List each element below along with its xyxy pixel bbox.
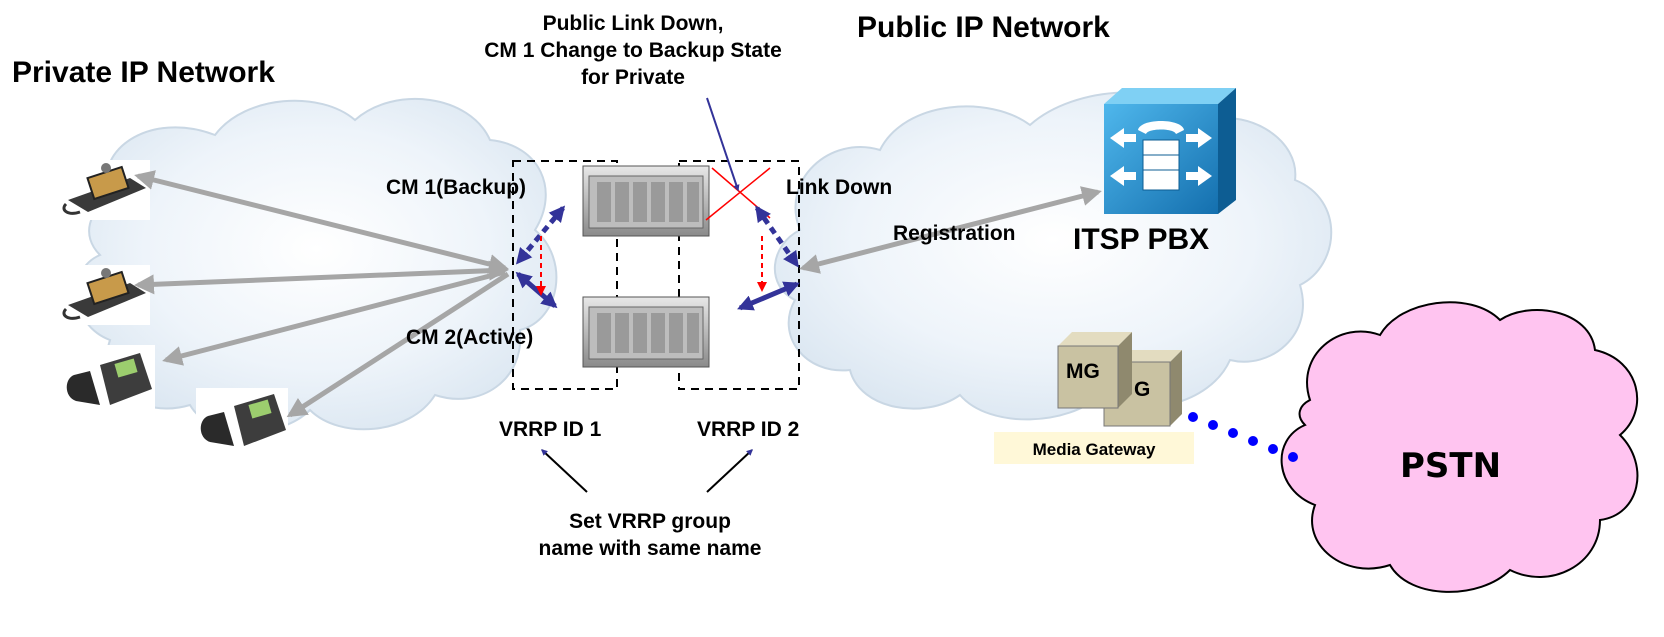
pstn-label: PSTN — [1400, 446, 1502, 486]
public-network-title: Public IP Network — [857, 11, 1110, 44]
private-network-title: Private IP Network — [12, 56, 275, 89]
pstn-cloud — [1280, 301, 1639, 593]
gateway-pstn-link — [1188, 412, 1298, 462]
link-down-note-line-1: Public Link Down, — [542, 12, 724, 35]
cm2-public-link — [737, 281, 800, 311]
vrrp-group-note-line-2: name with same name — [538, 537, 762, 560]
vrrp-pointer-arrows — [541, 449, 753, 493]
vrrp-group-1-box — [512, 160, 618, 390]
connection-video-phone-1 — [134, 170, 509, 274]
link-down-note: Public Link Down, CM 1 Change to Backup … — [448, 10, 818, 91]
link-down-note-line-3: for Private — [581, 66, 685, 89]
itsp-pbx-icon — [1104, 88, 1236, 214]
vrrp-group-2-box — [678, 160, 800, 390]
cm1-label: CM 1(Backup) — [386, 176, 527, 199]
vrrp-id-2-label: VRRP ID 2 — [697, 418, 800, 441]
registration-label: Registration — [893, 222, 1016, 245]
connection-ip-phone-1 — [162, 269, 506, 366]
vrrp-group-note: Set VRRP group name with same name — [490, 508, 810, 562]
video-phone-2 — [60, 265, 150, 325]
mg-back-label: G — [1134, 378, 1150, 401]
video-phone-1 — [60, 160, 150, 220]
cm2-label: CM 2(Active) — [406, 326, 534, 349]
failover-arrows — [536, 236, 767, 296]
connection-ip-phone-2 — [286, 271, 510, 418]
private-connections — [134, 170, 510, 418]
ip-phone-2 — [196, 388, 288, 450]
vrrp-group-note-line-1: Set VRRP group — [569, 510, 731, 533]
registration-arrow — [799, 186, 1102, 274]
vrrp-id-1-label: VRRP ID 1 — [499, 418, 602, 441]
link-down-pointer — [706, 97, 740, 192]
media-gateway-icon: G MG — [1057, 332, 1182, 427]
cm2-chassis — [582, 296, 710, 368]
cm1-chassis — [582, 165, 710, 237]
ip-phone-1 — [60, 345, 155, 413]
mg-front-label: MG — [1066, 360, 1100, 383]
connection-video-phone-2 — [134, 260, 509, 295]
itsp-pbx-label: ITSP PBX — [1073, 223, 1210, 256]
media-gateway-label-bg — [994, 432, 1194, 464]
link-down-label: Link Down — [786, 176, 893, 199]
link-down-note-line-2: CM 1 Change to Backup State — [484, 39, 782, 62]
media-gateway-label: Media Gateway — [1033, 440, 1156, 459]
